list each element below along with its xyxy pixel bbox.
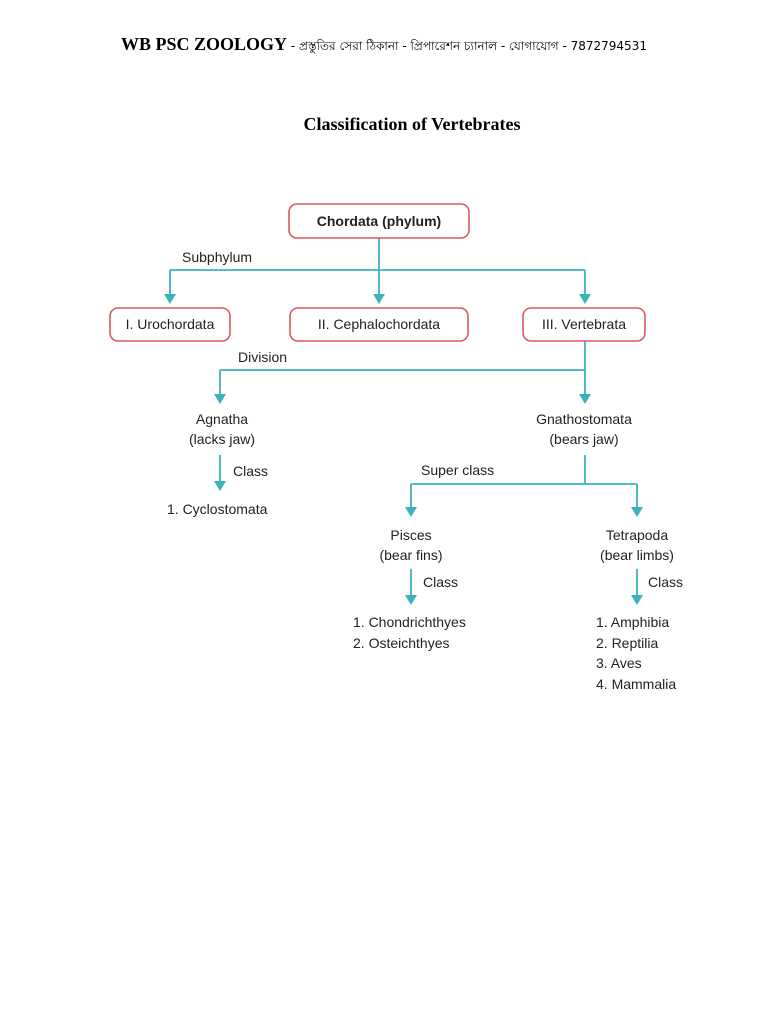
subphylum-urochordata: I. Urochordata xyxy=(126,316,215,332)
tetrapoda-class-item: 4. Mammalia xyxy=(596,676,676,692)
pisces-desc: (bear fins) xyxy=(379,547,442,563)
pisces-class-item: 2. Osteichthyes xyxy=(353,635,450,651)
gnathostomata-desc: (bears jaw) xyxy=(549,431,618,447)
pisces-class-item: 1. Chondrichthyes xyxy=(353,614,466,630)
agnatha-desc: (lacks jaw) xyxy=(189,431,255,447)
urochordata-box xyxy=(109,307,231,342)
agnatha-class-label: Class xyxy=(233,463,268,479)
tetrapoda-class-item: 2. Reptilia xyxy=(596,635,658,651)
vertebrata-box xyxy=(522,307,646,342)
subphylum-vertebrata: III. Vertebrata xyxy=(542,316,626,332)
pisces-name: Pisces xyxy=(390,527,431,543)
brand-title: WB PSC ZOOLOGY xyxy=(121,34,288,54)
header-tagline: - প্রস্তুতির সেরা ঠিকানা - প্রিপারেশন চ্… xyxy=(287,39,647,53)
gnathostomata-name: Gnathostomata xyxy=(536,411,632,427)
page-title: Classification of Vertebrates xyxy=(303,114,521,134)
tetrapoda-class-item: 3. Aves xyxy=(596,655,642,671)
subphylum-label: Subphylum xyxy=(182,249,252,265)
tetrapoda-desc: (bear limbs) xyxy=(600,547,674,563)
tetrapoda-name: Tetrapoda xyxy=(606,527,668,543)
superclass-label: Super class xyxy=(421,462,494,478)
tetrapoda-class-item: 1. Amphibia xyxy=(596,614,669,630)
page-header: WB PSC ZOOLOGY - প্রস্তুতির সেরা ঠিকানা … xyxy=(0,34,768,58)
agnatha-name: Agnatha xyxy=(196,411,248,427)
root-box xyxy=(288,203,470,239)
root-label: Chordata (phylum) xyxy=(317,213,441,229)
tetrapoda-class-label: Class xyxy=(648,574,683,590)
subphylum-cephalochordata: II. Cephalochordata xyxy=(318,316,440,332)
cephalochordata-box xyxy=(289,307,469,342)
division-label: Division xyxy=(238,349,287,365)
pisces-class-label: Class xyxy=(423,574,458,590)
agnatha-class-item: 1. Cyclostomata xyxy=(167,501,268,517)
connectors xyxy=(164,238,643,605)
